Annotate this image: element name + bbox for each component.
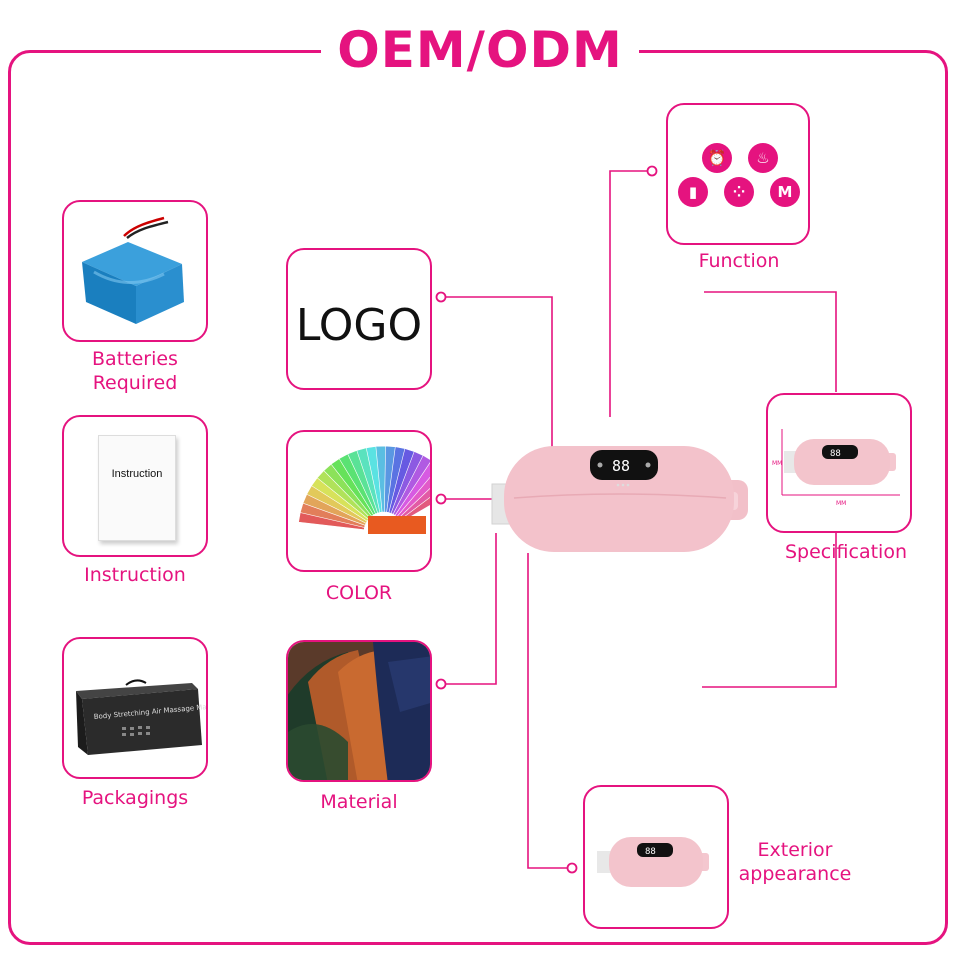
- spec-connector-bottom: [702, 532, 837, 688]
- logo-node: [435, 291, 447, 303]
- product-dimensions-image: 88 MM MM: [772, 429, 900, 507]
- instruction-manual-image: Instruction: [98, 435, 176, 541]
- heat-waves-icon: ♨: [748, 143, 778, 173]
- specification-box: 88 MM MM: [766, 393, 912, 533]
- instruction-label: Instruction: [84, 564, 186, 586]
- function-box: ⏰ ♨ ▮ ⁘ M: [666, 103, 810, 245]
- batteries-label-line1: Batteries: [92, 348, 178, 370]
- bar-chart-icon: ▮: [678, 177, 708, 207]
- m-mode-icon: M: [770, 177, 800, 207]
- spec-width-unit: MM: [836, 500, 846, 507]
- exterior-box: 88: [583, 785, 729, 929]
- packagings-box: Body Stretching Air Massage Mat: [62, 637, 208, 779]
- batteries-label: Batteries Required: [52, 347, 218, 395]
- spec-height-unit: MM: [772, 460, 782, 467]
- massage-icon: ⁘: [724, 177, 754, 207]
- material-connector: [441, 533, 497, 685]
- exterior-label: Exterior appearance: [725, 838, 865, 886]
- color-box: [286, 430, 432, 572]
- spec-display-digits: 88: [830, 449, 841, 459]
- exterior-label-line1: Exterior: [757, 839, 833, 861]
- function-node: [646, 165, 658, 177]
- exterior-node: [566, 862, 578, 874]
- batteries-box: [62, 200, 208, 342]
- swatch-card: [368, 516, 426, 534]
- color-label: COLOR: [325, 582, 393, 604]
- swatch-strip: [392, 454, 430, 516]
- material-box: [286, 640, 432, 782]
- page-title: OEM/ODM: [321, 18, 639, 82]
- battery-pack-image: [82, 216, 184, 324]
- instruction-box: Instruction: [62, 415, 208, 557]
- instruction-paper-text: Instruction: [111, 468, 163, 480]
- exterior-label-line2: appearance: [738, 863, 852, 885]
- color-swatch-fan-image: [298, 445, 430, 534]
- product-display-digits: 88: [612, 457, 630, 475]
- packaging-box-image: Body Stretching Air Massage Mat: [76, 679, 206, 755]
- function-connector: [609, 170, 652, 417]
- logo-placeholder-text: LOGO: [295, 300, 423, 351]
- exterior-product-image: 88: [597, 837, 709, 887]
- packagings-label: Packagings: [81, 787, 189, 809]
- logo-connector: [441, 296, 553, 447]
- batteries-label-line2: Required: [92, 372, 178, 394]
- exterior-display-digits: 88: [645, 847, 656, 857]
- specification-label: Specification: [785, 541, 907, 563]
- logo-box: LOGO: [286, 248, 432, 390]
- material-label: Material: [320, 791, 398, 813]
- alarm-clock-icon: ⏰: [702, 143, 732, 173]
- spec-connector-top: [704, 291, 837, 392]
- material-node: [435, 678, 447, 690]
- color-node: [435, 493, 447, 505]
- exterior-connector: [527, 553, 572, 869]
- leather-samples-image: [288, 642, 430, 780]
- heating-belt-product: 88: [491, 446, 748, 552]
- function-label: Function: [698, 250, 780, 272]
